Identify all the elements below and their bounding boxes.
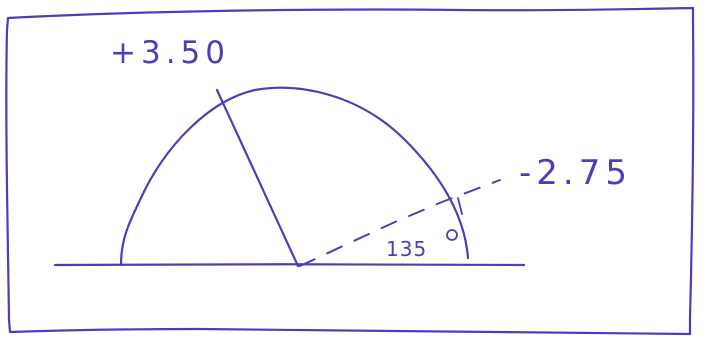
angle-arc-marker (457, 197, 463, 215)
label-top-power: +3.50 (110, 35, 230, 71)
meridian-line-minus-dashed (299, 179, 501, 267)
meridian-line-plus (215, 88, 300, 268)
semicircle-arc (119, 86, 470, 267)
degree-symbol-icon (446, 229, 458, 241)
label-right-power: -2.75 (519, 153, 632, 193)
horizontal-axis-line (53, 263, 526, 267)
outer-frame (5, 6, 695, 336)
label-axis-angle: 135 (386, 237, 427, 261)
